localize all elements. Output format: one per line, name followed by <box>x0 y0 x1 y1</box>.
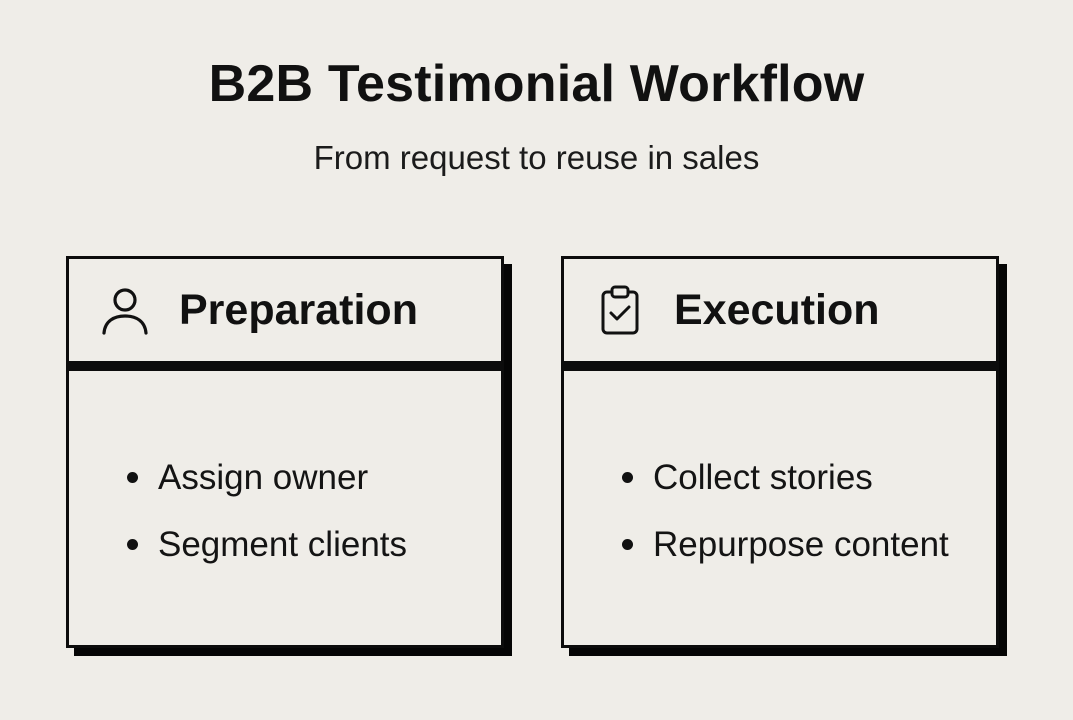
card-divider <box>564 361 996 371</box>
card-body: Preparation Assign owner Segment clients <box>66 256 504 648</box>
list-item: Collect stories <box>622 457 949 497</box>
person-icon <box>99 284 151 336</box>
list-item-label: Collect stories <box>653 457 873 497</box>
bullet-list: Collect stories Repurpose content <box>622 457 949 591</box>
card-header: Preparation <box>69 259 501 361</box>
page-title: B2B Testimonial Workflow <box>208 55 865 113</box>
bullet-icon <box>622 538 633 550</box>
card-divider <box>69 361 501 371</box>
card-title: Preparation <box>179 285 418 334</box>
bullet-icon <box>622 471 633 483</box>
card-preparation: Preparation Assign owner Segment clients <box>66 256 512 656</box>
card-body: Execution Collect stories Repurpose cont… <box>561 256 999 648</box>
list-item-label: Assign owner <box>158 457 369 497</box>
list-item: Segment clients <box>127 524 407 564</box>
bullet-icon <box>127 471 138 483</box>
bullet-icon <box>127 538 138 550</box>
card-execution: Execution Collect stories Repurpose cont… <box>561 256 1007 656</box>
list-item: Repurpose content <box>622 524 949 564</box>
clipboard-check-icon <box>594 284 646 336</box>
list-item: Assign owner <box>127 457 407 497</box>
card-title: Execution <box>674 285 880 334</box>
card-header: Execution <box>564 259 996 361</box>
page-subtitle: From request to reuse in sales <box>313 139 760 176</box>
bullet-list: Assign owner Segment clients <box>127 457 407 591</box>
list-item-label: Segment clients <box>158 524 408 564</box>
list-item-label: Repurpose content <box>653 524 949 564</box>
